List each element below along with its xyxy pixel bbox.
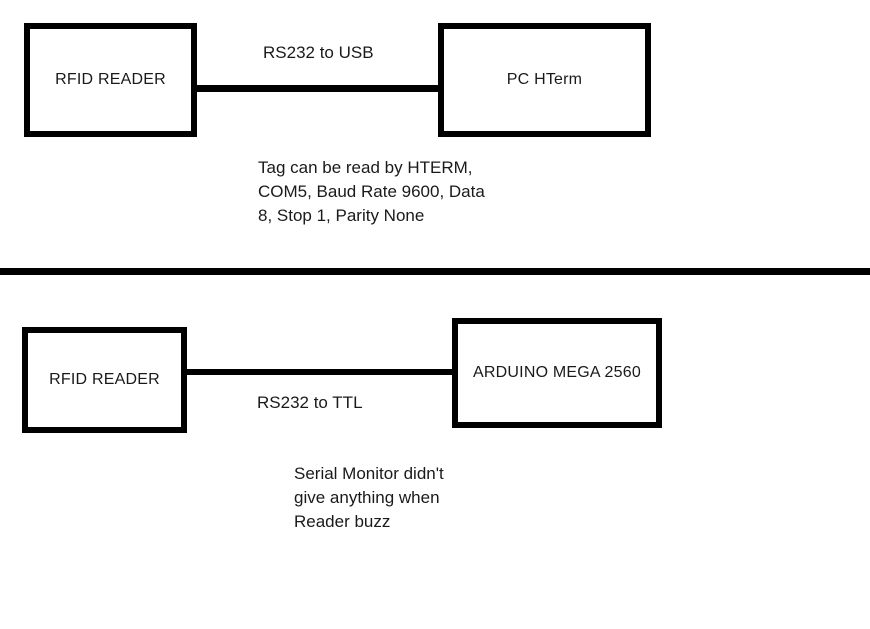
node-label: ARDUINO MEGA 2560 — [473, 364, 641, 381]
connection-label-bottom: RS232 to TTL — [257, 393, 363, 412]
section-divider — [0, 268, 870, 275]
node-rfid-reader-top: RFID READER — [24, 23, 197, 137]
node-label: RFID READER — [55, 71, 166, 88]
node-label: RFID READER — [49, 371, 160, 388]
connector-line-bottom — [187, 369, 452, 375]
note-top: Tag can be read by HTERM, COM5, Baud Rat… — [258, 158, 485, 225]
connector-line-top — [197, 85, 438, 92]
node-rfid-reader-bottom: RFID READER — [22, 327, 187, 433]
note-bottom: Serial Monitor didn't give anything when… — [294, 464, 444, 531]
node-pc-hterm: PC HTerm — [438, 23, 651, 137]
node-label: PC HTerm — [506, 71, 583, 88]
node-arduino-mega: ARDUINO MEGA 2560 — [452, 318, 662, 428]
connection-label-top: RS232 to USB — [263, 43, 374, 62]
